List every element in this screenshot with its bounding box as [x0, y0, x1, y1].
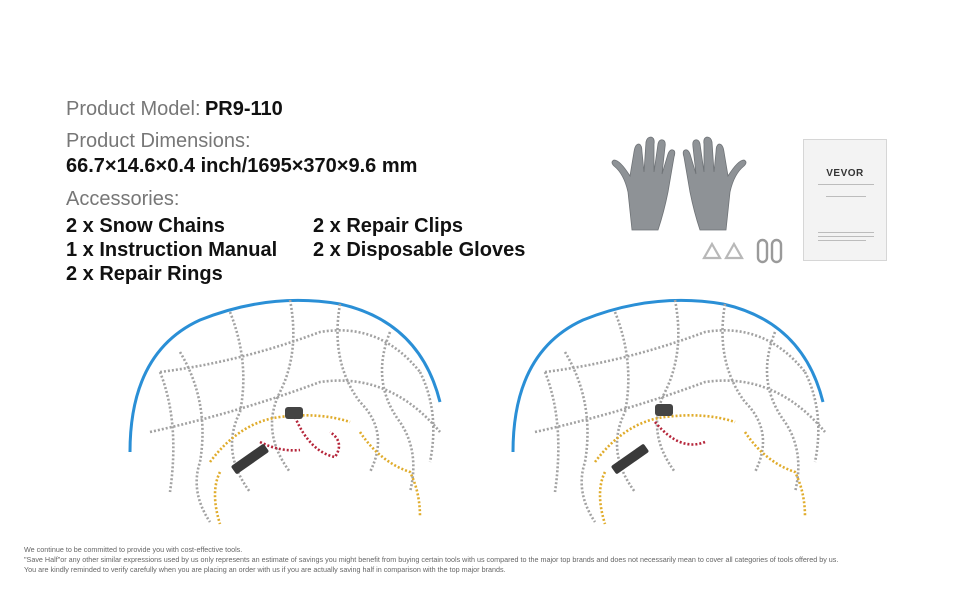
- repair-clip-icon: [702, 241, 744, 260]
- product-dimensions-value: 66.7×14.6×0.4 inch/1695×370×9.6 mm: [66, 155, 418, 177]
- product-model-label: Product Model:: [66, 98, 201, 120]
- product-model: Product Model: PR9-110: [66, 97, 283, 121]
- disclaimer-line: We continue to be committed to provide y…: [24, 545, 243, 554]
- disclaimer-line: "Save Half"or any other similar expressi…: [24, 555, 839, 564]
- accessory-item: 2 x Repair Rings: [66, 263, 223, 285]
- disposable-gloves-icon: [611, 136, 747, 231]
- accessories-list: 2 x Snow Chains 2 x Repair Clips 1 x Ins…: [66, 214, 553, 286]
- disclaimer-line: You are kindly reminded to verify carefu…: [24, 565, 506, 574]
- accessories-photo: [611, 136, 783, 264]
- accessory-item: 1 x Instruction Manual: [66, 239, 278, 261]
- repair-ring-icon: [756, 238, 783, 264]
- accessory-item: 2 x Snow Chains: [66, 215, 225, 237]
- instruction-manual-icon: VEVOR: [803, 139, 887, 261]
- snow-chain-right: [511, 298, 826, 525]
- manual-brand-logo: VEVOR: [826, 168, 864, 179]
- product-model-value: PR9-110: [204, 98, 283, 120]
- accessories-label: Accessories:: [66, 188, 180, 210]
- snow-chain-left: [128, 298, 442, 525]
- accessory-item: 2 x Repair Clips: [313, 215, 464, 237]
- accessory-item: 2 x Disposable Gloves: [313, 239, 526, 261]
- disclaimer: We continue to be committed to provide y…: [24, 545, 954, 575]
- product-dimensions-label: Product Dimensions:: [66, 130, 251, 152]
- snow-chains-photo: [128, 298, 826, 525]
